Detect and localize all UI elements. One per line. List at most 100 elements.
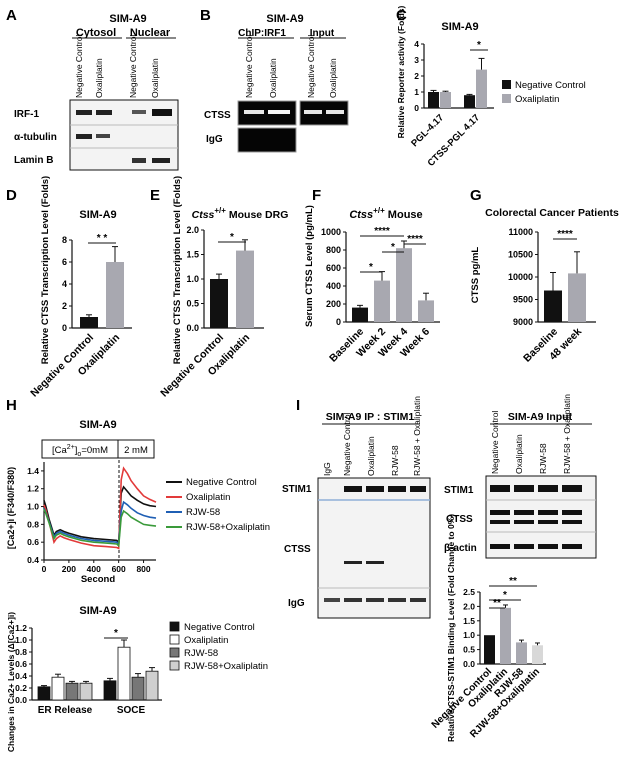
panel-e-bar-1 bbox=[236, 250, 254, 328]
panel-f-ylabel: Serum CTSS Level (pg/mL) bbox=[304, 205, 315, 327]
panel-f-bar-0 bbox=[352, 307, 368, 322]
panel-i-left-lane-4: RJW-58 bbox=[390, 445, 400, 476]
panel-h-bottom-bar-0-2 bbox=[65, 682, 79, 701]
panel-i-bar-3 bbox=[532, 645, 543, 664]
panel-h-top-xtick-label-3: 600 bbox=[112, 564, 126, 574]
panel-i-left-lane-2: Negative Control bbox=[342, 413, 352, 476]
panel-c-legend: Negative Control Oxaliplatin bbox=[502, 80, 586, 105]
panel-b-gel: SIM-A9 ChIP:IRF1 Input Negative Control … bbox=[204, 13, 349, 153]
panel-e-title-genotype: +/+ bbox=[214, 206, 226, 215]
panel-d-title: SIM-A9 bbox=[79, 209, 116, 221]
panel-h-top-ytick-label-3: 1.0 bbox=[27, 502, 39, 512]
panel-f-sig-3-label: * bbox=[391, 242, 395, 253]
panel-c-ytick-label-2: 2 bbox=[414, 71, 419, 81]
panel-b-lane-2: Oxaliplatin bbox=[268, 58, 278, 98]
panel-g-ytick-label-3: 10500 bbox=[508, 250, 533, 260]
panel-c-title: SIM-A9 bbox=[441, 21, 478, 33]
panel-h-top-legend: Negative ControlOxaliplatinRJW-58RJW-58+… bbox=[166, 477, 270, 533]
panel-i-right-row-ctss: CTSS bbox=[446, 514, 473, 525]
panel-i-sig-2-label: * bbox=[503, 590, 507, 601]
panel-c-bar-1-0 bbox=[464, 95, 475, 108]
panel-i-right-row-actin: β-actin bbox=[444, 543, 477, 554]
panel-d-chart: SIM-A9 Relative CTSS Transcription Level… bbox=[28, 176, 132, 400]
panel-b-title: SIM-A9 bbox=[266, 13, 303, 25]
panel-a-row-laminb: Lamin B bbox=[14, 155, 53, 166]
panel-h-condition-1: [Ca2+]o=0mM bbox=[52, 444, 108, 458]
panel-f-ytick-label-5: 1000 bbox=[321, 227, 341, 237]
panel-b-row-ctss: CTSS bbox=[204, 110, 231, 121]
panel-h-bottom-ytick-label-6: 1.2 bbox=[15, 623, 27, 633]
panel-e-ytick-label-1: 0.5 bbox=[186, 299, 199, 309]
panel-c-legend-swatch-1 bbox=[502, 80, 511, 89]
panel-f-ytick-label-4: 800 bbox=[326, 245, 341, 255]
panel-letter-b: B bbox=[200, 7, 211, 24]
panel-f-title-gene: Ctss bbox=[349, 209, 373, 221]
panel-h-bottom-bar-0-1 bbox=[51, 676, 65, 701]
panel-c-legend-label-1: Negative Control bbox=[515, 80, 586, 91]
panel-i-left-row-ctss: CTSS bbox=[284, 544, 311, 555]
panel-g-bar-0 bbox=[544, 290, 562, 322]
panel-h-cond-2plus: 2+ bbox=[67, 444, 75, 451]
panel-c-legend-swatch-2 bbox=[502, 94, 511, 103]
panel-h-bottom-ylabel: Changes in Ca2+ Levels (Δ[Ca2+]i) bbox=[6, 612, 16, 752]
panel-d-ytick-label-3: 6 bbox=[62, 257, 67, 267]
panel-h-top-line-1 bbox=[43, 466, 157, 550]
panel-f-bar-3 bbox=[418, 300, 434, 322]
panel-f-bar-1 bbox=[374, 280, 390, 322]
panel-f-sig-2-label: **** bbox=[374, 226, 390, 237]
panel-i-bar-2 bbox=[516, 642, 527, 664]
panel-f-title: Ctss+/+ Mouse bbox=[349, 206, 422, 221]
panel-h-bottom-ytick-label-5: 1.0 bbox=[15, 635, 27, 645]
panel-i-right-lane-2: Oxaliplatin bbox=[514, 434, 524, 474]
panel-h-bottom-bar-0-0 bbox=[37, 686, 51, 701]
panel-b-gel-igg bbox=[237, 127, 297, 153]
panel-h-line-chart: SIM-A9 [Ca2+]o=0mM 2 mM [Ca2+]i (F340/F3… bbox=[6, 419, 270, 585]
panel-h-bottom-legend-label-0: Negative Control bbox=[184, 622, 255, 633]
panel-e-title-rest: Mouse DRG bbox=[226, 209, 288, 221]
panel-b-lane-3: Negative Control bbox=[306, 35, 316, 98]
panel-f-title-rest: Mouse bbox=[385, 209, 423, 221]
panel-e-ytick-label-2: 1.0 bbox=[186, 274, 199, 284]
panel-h-cond-ca: [Ca bbox=[52, 445, 68, 456]
panel-f-ytick-label-2: 400 bbox=[326, 281, 341, 291]
panel-h-bottom-bar-1-1 bbox=[117, 646, 131, 701]
panel-h-top-xlabel: Second bbox=[81, 574, 116, 585]
panel-a-lane-4: Oxaliplatin bbox=[150, 58, 160, 98]
panel-i-bar-1 bbox=[500, 607, 511, 664]
panel-h-top-ytick-label-5: 1.4 bbox=[27, 466, 39, 476]
panel-i-ytick-label-0: 0.0 bbox=[463, 659, 475, 669]
panel-g-ytick-label-1: 9500 bbox=[513, 295, 533, 305]
panel-c-ytick-label-0: 0 bbox=[414, 103, 419, 113]
panel-e-ytick-label-3: 1.5 bbox=[186, 250, 199, 260]
panel-h-bottom-legend-label-2: RJW-58 bbox=[184, 648, 218, 659]
panel-h-bottom-ytick-label-1: 0.2 bbox=[15, 683, 27, 693]
panel-h-top-line-2 bbox=[43, 500, 157, 546]
panel-letter-a: A bbox=[6, 7, 17, 24]
panel-h-bottom-legend-swatch-3 bbox=[169, 660, 180, 671]
panel-g-ytick-label-4: 11000 bbox=[508, 227, 533, 237]
panel-c-bar-1-1 bbox=[476, 69, 487, 108]
panel-h-top-ytick-label-1: 0.6 bbox=[27, 537, 39, 547]
panel-a-blot: SIM-A9 Cytosol Nuclear Negative Control … bbox=[14, 13, 179, 171]
panel-b-row-igg: IgG bbox=[206, 134, 223, 145]
panel-h-bottom-legend: Negative ControlOxaliplatinRJW-58RJW-58+… bbox=[169, 621, 268, 672]
panel-c-chart: SIM-A9 Relative Reporter activity (Folds… bbox=[396, 5, 586, 168]
panel-e-ytick-label-0: 0.0 bbox=[186, 323, 199, 333]
panel-f-title-genotype: +/+ bbox=[373, 206, 385, 215]
panel-a-group-nuclear: Nuclear bbox=[130, 27, 171, 39]
panel-c-bar-0-0 bbox=[428, 92, 439, 108]
panel-h-bottom-bar-0-3 bbox=[79, 682, 93, 701]
panel-i-ylabel: Relative CTSS-STIM1 Binding Level (Fold … bbox=[446, 514, 456, 742]
panel-g-ytick-label-2: 10000 bbox=[508, 272, 533, 282]
panel-h-cond-o: o bbox=[77, 451, 81, 458]
panel-h-top-line-0 bbox=[43, 485, 157, 544]
panel-h-top-ytick-label-0: 0.4 bbox=[27, 555, 39, 565]
panel-h-bottom-ytick-label-4: 0.8 bbox=[15, 647, 27, 657]
panel-f-ytick-label-1: 200 bbox=[326, 299, 341, 309]
panel-h-top-lines bbox=[43, 466, 157, 550]
panel-b-group-chip: ChIP:IRF1 bbox=[238, 28, 286, 39]
panel-i-sig-1-label: ** bbox=[493, 598, 501, 609]
